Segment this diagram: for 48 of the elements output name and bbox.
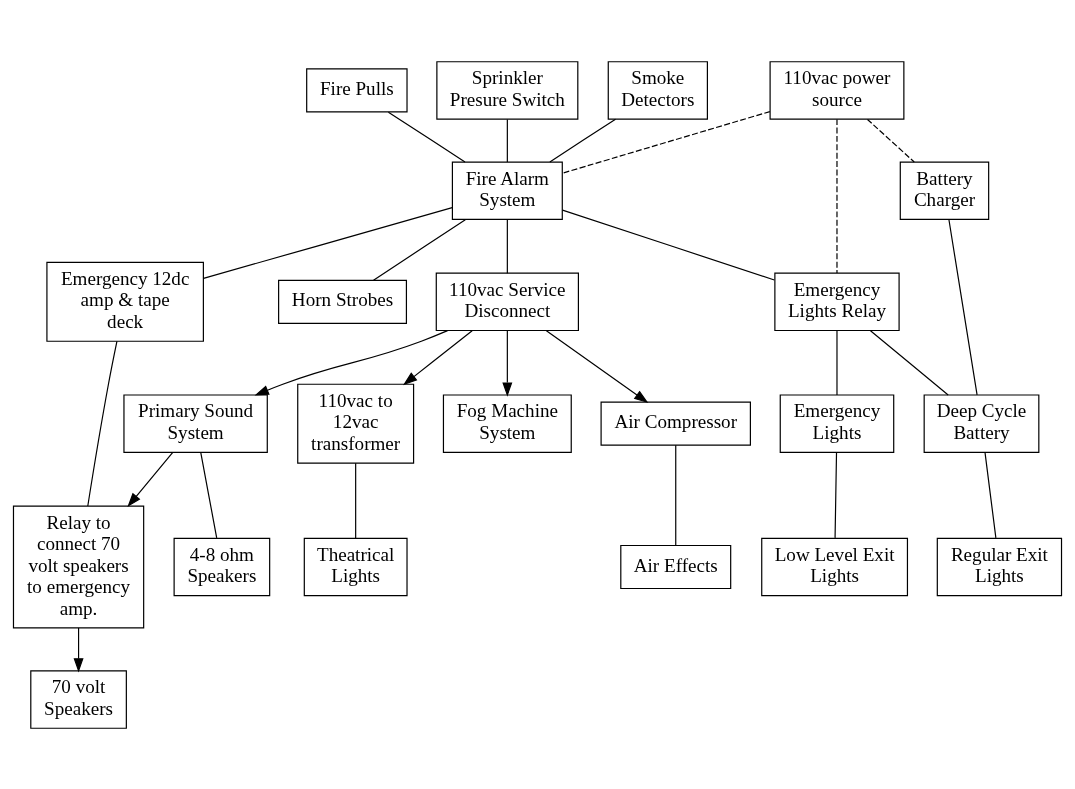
node-box: 110vac Service Disconnect (435, 272, 579, 331)
node-box: Emergency Lights (779, 393, 895, 453)
node-box: Emergency 12dc amp & tape deck (46, 261, 204, 342)
node-box: 110vac power source (769, 60, 905, 120)
connector (869, 329, 949, 395)
connector (506, 218, 508, 274)
node-box: Fog Machine System (442, 393, 572, 453)
node-box: Smoke Detectors (607, 60, 708, 120)
node-box: Regular Exit Lights (936, 537, 1063, 596)
connector (866, 118, 915, 163)
node-box: Battery Charger (899, 161, 990, 220)
node-box: Air Effects (620, 544, 732, 589)
arrow (73, 626, 84, 673)
node-box: Primary Sound System (123, 393, 268, 453)
arrow (545, 329, 649, 403)
node-box: Sprinkler Presure Switch (436, 60, 579, 120)
node-box: Relay to connect 70 volt speakers to emergency amp. (12, 504, 145, 628)
node-box: Emergency Lights Relay (774, 272, 900, 331)
connector (834, 451, 838, 538)
connector (372, 218, 466, 281)
connector (984, 451, 997, 538)
arrow (127, 451, 174, 507)
node-box: Deep Cycle Battery (923, 393, 1040, 453)
node-box: Fire Alarm System (451, 161, 563, 220)
arrow (254, 329, 449, 396)
node-box: Low Level Exit Lights (761, 537, 909, 596)
connector (948, 218, 978, 396)
node-box: 4-8 ohm Speakers (173, 537, 271, 596)
connector (836, 329, 838, 395)
connector (87, 340, 118, 507)
connector (561, 209, 775, 281)
connector (200, 451, 218, 538)
connector (549, 118, 617, 162)
node-box: Theatrical Lights (303, 537, 408, 596)
connector (506, 118, 508, 163)
connector (675, 444, 677, 546)
node-box: Fire Pulls (306, 67, 408, 113)
connector (561, 110, 771, 174)
connector (202, 206, 453, 279)
connector (387, 111, 466, 163)
node-box: Air Compressor (600, 401, 751, 446)
connector (836, 118, 838, 274)
node-box: Horn Strobes (278, 279, 407, 324)
node-box: 110vac to 12vac transformer (297, 383, 415, 464)
arrow (403, 329, 473, 385)
node-box: 70 volt Speakers (30, 669, 127, 729)
arrow (502, 329, 513, 397)
connector (355, 462, 357, 539)
